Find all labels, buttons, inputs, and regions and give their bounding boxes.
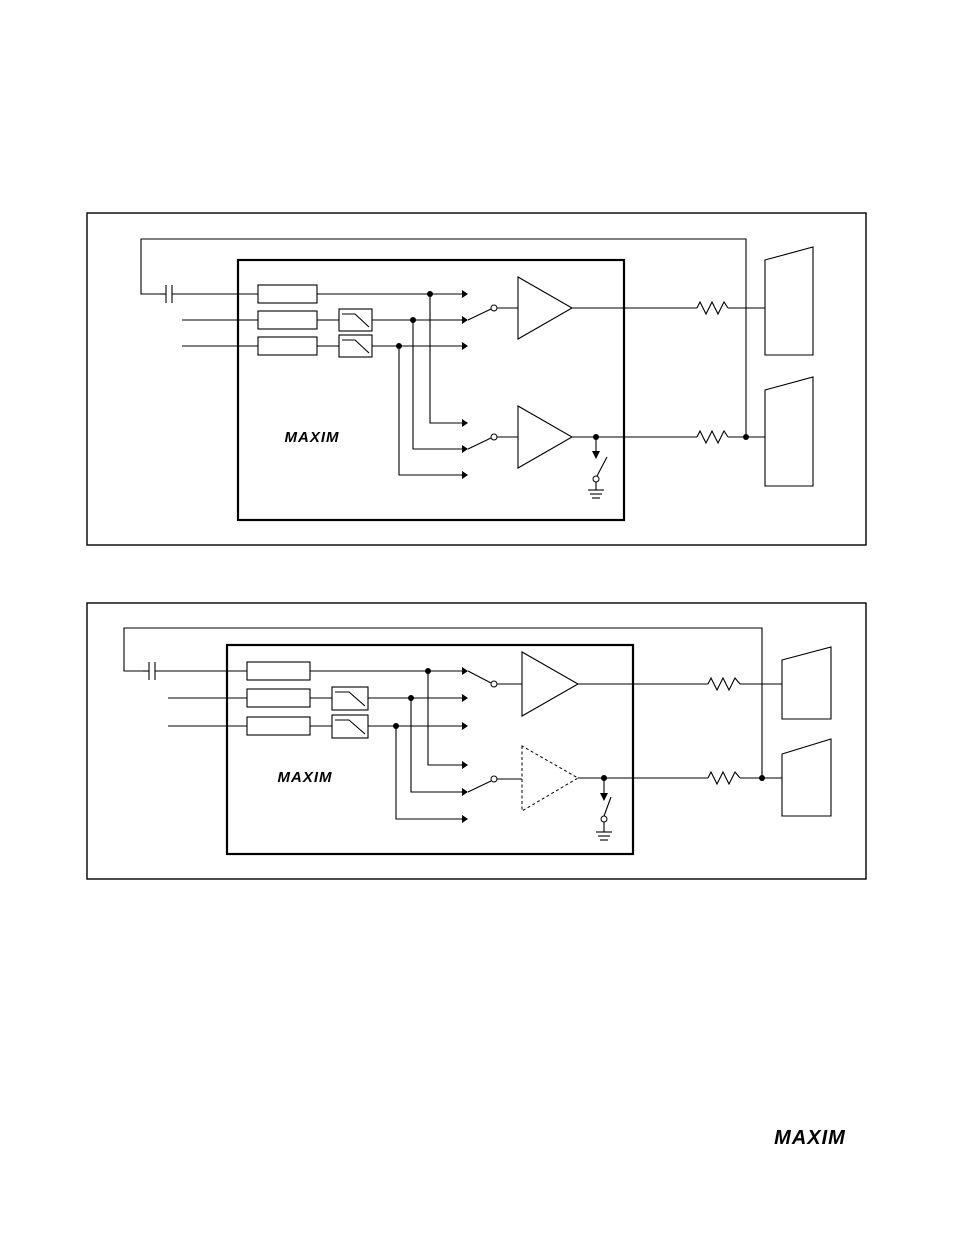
route-wire [411, 698, 462, 792]
junction-dot [408, 695, 414, 701]
input-block-2 [247, 689, 310, 707]
junction-dot [427, 291, 433, 297]
maxim-logo: MAXIM [278, 769, 333, 786]
input-block-1 [247, 662, 310, 680]
junction-dot [425, 668, 431, 674]
diagram-bottom: MAXIM [87, 603, 866, 879]
feedback-wire [141, 239, 746, 437]
maxim-logo: MAXIM [285, 429, 340, 446]
input-block-3 [258, 337, 317, 355]
shunt-switch-to-ground [600, 778, 611, 832]
ground-icon [596, 832, 612, 840]
amplifier-triangle [518, 277, 572, 339]
lowpass-filter-icon [317, 309, 413, 331]
diagram-top: MAXIM [87, 213, 866, 545]
input-selector-switch [468, 305, 518, 320]
input-selector-switch [468, 434, 518, 449]
junction-dot [396, 343, 402, 349]
input-selector-switch [468, 671, 522, 687]
junction-dot [410, 317, 416, 323]
feedback-wire [124, 628, 762, 778]
route-wire [430, 294, 462, 423]
junction-dot [393, 723, 399, 729]
output-connector-2 [782, 739, 831, 816]
output-connector-1 [765, 247, 813, 355]
amplifier-triangle-disabled [522, 746, 578, 811]
input-capacitor [160, 285, 258, 303]
switch-contact-icon [462, 667, 468, 823]
output-2-path [572, 431, 765, 443]
input-capacitor [143, 662, 247, 680]
lowpass-filter-icon [310, 687, 411, 710]
output-1-path [578, 678, 782, 690]
shunt-switch-to-ground [592, 437, 607, 490]
diagram-frame [87, 213, 866, 545]
output-2-path [578, 772, 782, 784]
lowpass-filter-icon [317, 335, 399, 357]
footer-maxim-logo: MAXIM [774, 1127, 846, 1149]
amplifier-triangle [522, 652, 578, 716]
amplifier-triangle [518, 406, 572, 468]
junction-dot [759, 775, 765, 781]
output-connector-1 [782, 647, 831, 719]
input-selector-switch [468, 776, 522, 792]
junction-dot [743, 434, 749, 440]
route-wire [413, 320, 462, 449]
output-connector-2 [765, 377, 813, 486]
lowpass-filter-icon [310, 715, 396, 738]
input-block-2 [258, 311, 317, 329]
route-wire [396, 726, 462, 819]
input-block-1 [258, 285, 317, 303]
input-block-3 [247, 717, 310, 735]
switch-contact-icon [462, 290, 468, 479]
ground-icon [588, 490, 604, 498]
output-1-path [572, 302, 765, 314]
route-wire [428, 671, 462, 765]
